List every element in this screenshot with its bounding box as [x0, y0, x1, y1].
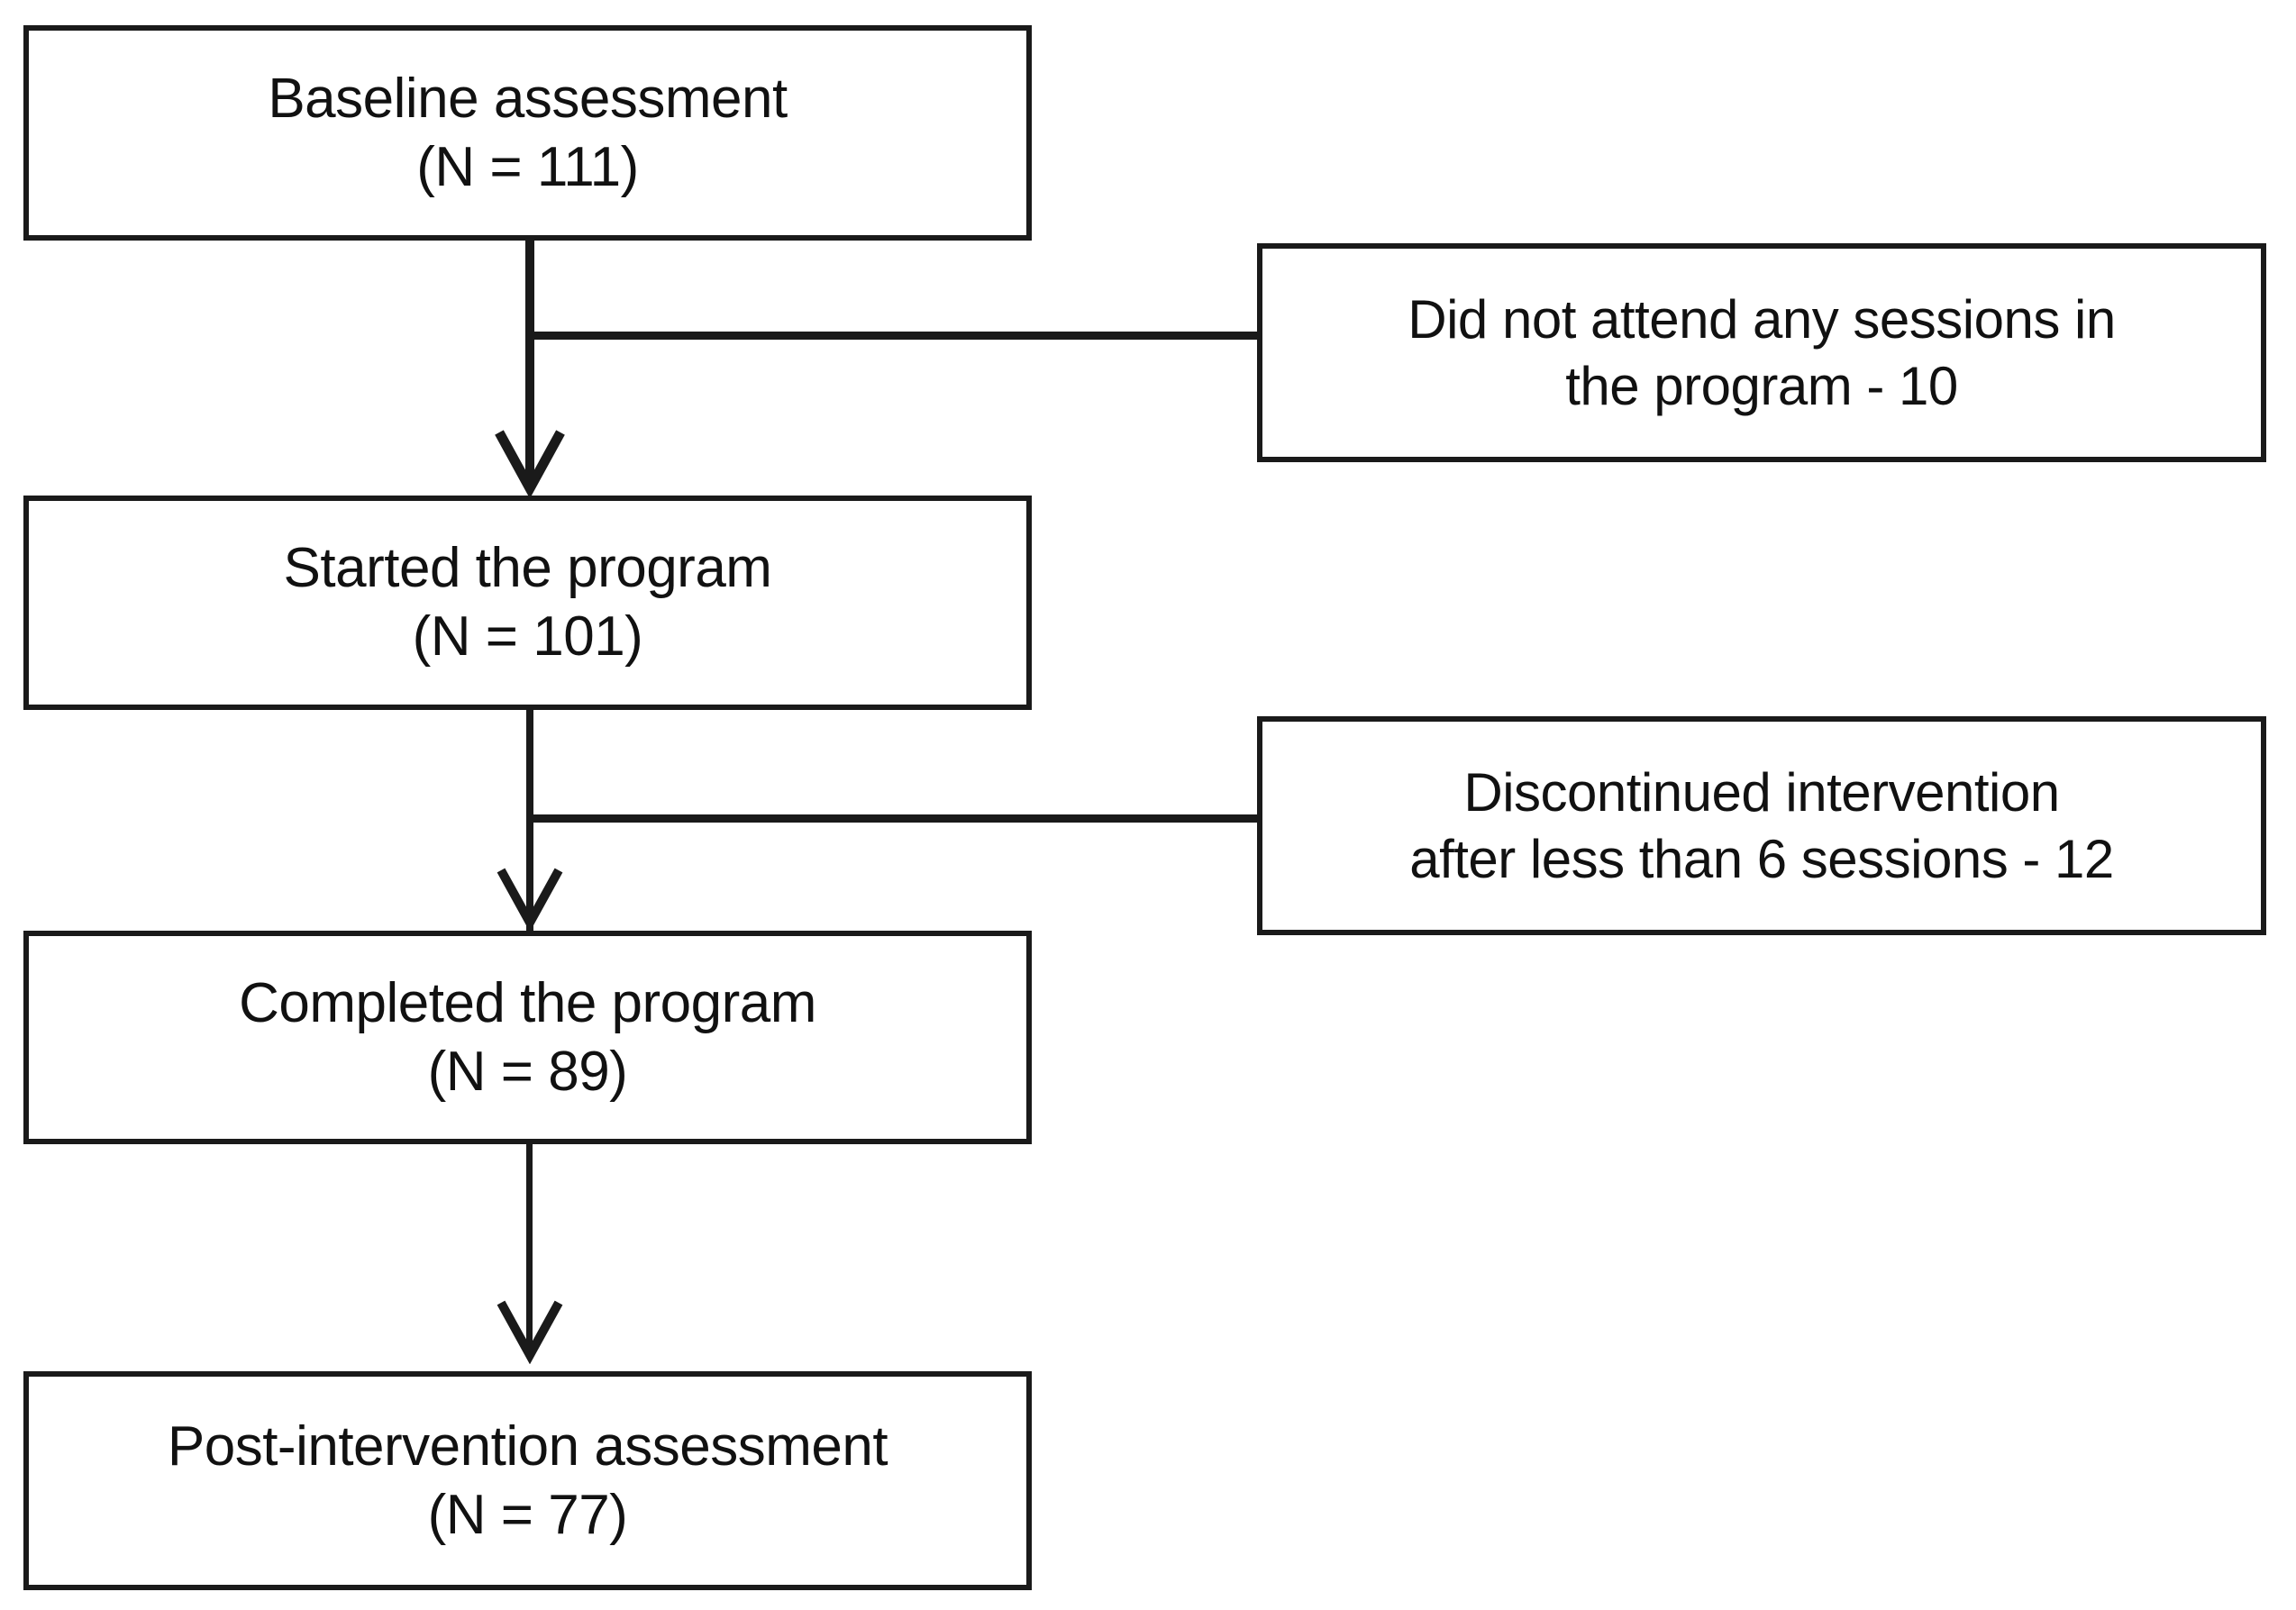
flow-node-post-intervention-assessment-count: (N = 77): [427, 1483, 628, 1546]
flow-node-baseline-assessment: Baseline assessment (N = 111): [23, 25, 1032, 241]
flow-node-completed-program-label: Completed the program: [239, 971, 816, 1034]
flow-node-did-not-attend-line1: Did not attend any sessions in: [1408, 289, 2116, 350]
flow-node-started-program-count: (N = 101): [412, 605, 643, 668]
flow-node-did-not-attend: Did not attend any sessions in the progr…: [1257, 243, 2266, 462]
flow-node-discontinued-intervention-line2: after less than 6 sessions - 12: [1409, 828, 2114, 889]
flow-node-started-program: Started the program (N = 101): [23, 496, 1032, 710]
flow-node-did-not-attend-line2: the program - 10: [1565, 355, 1958, 416]
flow-node-baseline-assessment-label: Baseline assessment: [268, 67, 788, 130]
flow-node-completed-program-count: (N = 89): [427, 1040, 628, 1103]
connector-baseline-to-did-not-attend-branch: [530, 332, 1257, 340]
connector-started-to-completed-stem: [526, 710, 533, 935]
flow-node-started-program-label: Started the program: [283, 537, 772, 600]
connector-started-to-discontinued-branch: [530, 814, 1257, 823]
flow-node-discontinued-intervention-line1: Discontinued intervention: [1463, 762, 2060, 823]
flow-node-discontinued-intervention: Discontinued intervention after less tha…: [1257, 716, 2266, 935]
flow-node-baseline-assessment-count: (N = 111): [416, 135, 639, 198]
connector-baseline-to-started-stem: [525, 241, 534, 481]
flow-node-post-intervention-assessment-label: Post-intervention assessment: [167, 1414, 888, 1478]
connector-completed-to-post-intervention-stem: [526, 1144, 533, 1356]
flow-node-completed-program: Completed the program (N = 89): [23, 931, 1032, 1144]
flow-node-post-intervention-assessment: Post-intervention assessment (N = 77): [23, 1371, 1032, 1590]
